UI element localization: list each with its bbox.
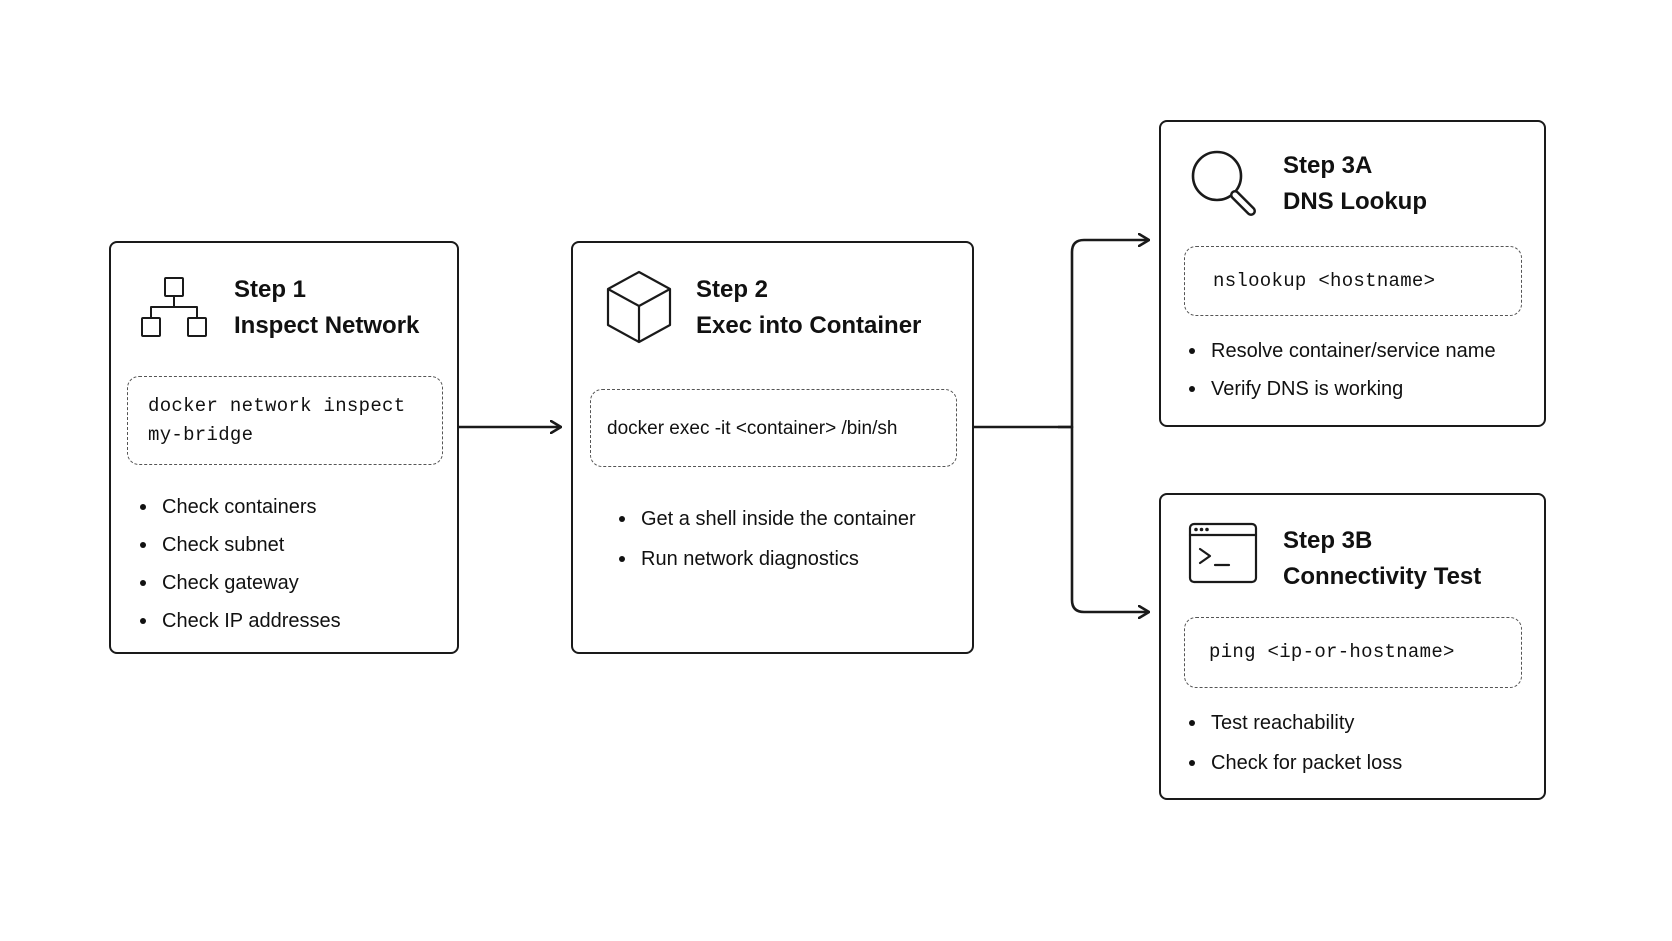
step-2-label: Step 2 <box>696 276 769 303</box>
step-2-checklist: Get a shell inside the container Run net… <box>617 499 916 579</box>
arrow-branch-to-step3b <box>1058 425 1149 612</box>
step-3b-command: ping <ip-or-hostname> <box>1209 641 1455 663</box>
step-1-card: Step 1 Inspect Network docker network in… <box>109 241 459 654</box>
terminal-icon <box>1188 522 1258 584</box>
step-1-checklist: Check containers Check subnet Check gate… <box>138 488 341 640</box>
step-3b-checklist: Test reachability Check for packet loss <box>1187 703 1402 783</box>
step-3b-label: Step 3B <box>1283 527 1373 554</box>
step-3a-card: Step 3A DNS Lookup nslookup <hostname> R… <box>1159 120 1546 427</box>
step-3a-command-box: nslookup <hostname> <box>1184 246 1522 316</box>
list-item: Resolve container/service name <box>1189 332 1496 370</box>
step-2-title: Step 2 Exec into Container <box>696 272 921 344</box>
step-3a-name: DNS Lookup <box>1283 188 1427 215</box>
step-2-name: Exec into Container <box>696 312 922 339</box>
step-1-command: docker network inspect my-bridge <box>148 392 405 450</box>
step-3a-title: Step 3A DNS Lookup <box>1283 148 1427 220</box>
step-1-command-box: docker network inspect my-bridge <box>127 376 443 465</box>
list-item: Check gateway <box>140 564 341 602</box>
list-item: Run network diagnostics <box>619 539 916 579</box>
step-1-label: Step 1 <box>234 276 307 303</box>
list-item: Get a shell inside the container <box>619 499 916 539</box>
list-item: Verify DNS is working <box>1189 370 1496 408</box>
step-1-title: Step 1 Inspect Network <box>234 272 419 344</box>
step-3b-command-box: ping <ip-or-hostname> <box>1184 617 1522 688</box>
arrow-branch-to-step3a <box>1058 240 1149 429</box>
step-1-command-line-1: docker network inspect <box>148 394 406 417</box>
magnifier-icon <box>1191 150 1256 216</box>
step-1-name: Inspect Network <box>234 312 420 339</box>
step-2-command: docker exec -it <container> /bin/sh <box>607 417 898 439</box>
cube-icon <box>606 270 672 344</box>
step-2-card: Step 2 Exec into Container docker exec -… <box>571 241 974 654</box>
step-3b-title: Step 3B Connectivity Test <box>1283 523 1481 595</box>
step-3b-name: Connectivity Test <box>1283 563 1482 590</box>
list-item: Check for packet loss <box>1188 743 1402 783</box>
step-2-command-box: docker exec -it <container> /bin/sh <box>590 389 957 467</box>
step-3a-label: Step 3A <box>1283 152 1373 179</box>
list-item: Check IP addresses <box>140 602 341 640</box>
step-1-command-line-2: my-bridge <box>148 423 254 446</box>
step-3b-card: Step 3B Connectivity Test ping <ip-or-ho… <box>1159 493 1546 800</box>
network-topology-icon <box>141 277 207 337</box>
step-3a-command: nslookup <hostname> <box>1213 269 1436 292</box>
list-item: Check containers <box>140 488 341 526</box>
list-item: Check subnet <box>140 526 341 564</box>
list-item: Test reachability <box>1188 703 1402 743</box>
step-3a-checklist: Resolve container/service name Verify DN… <box>1187 332 1496 408</box>
